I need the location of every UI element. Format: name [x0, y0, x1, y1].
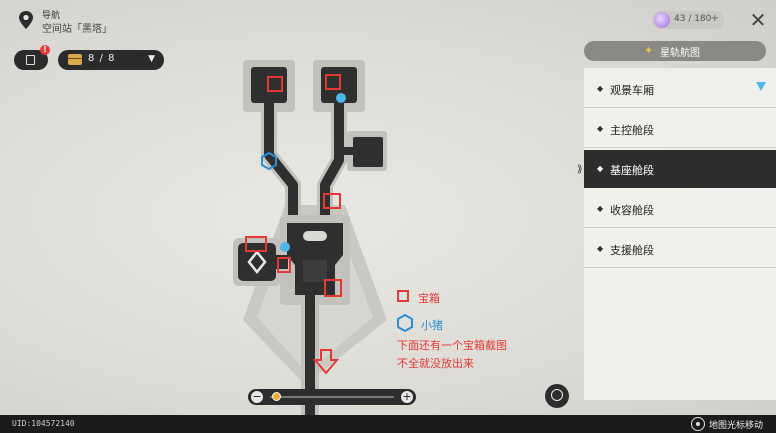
add-energy-button[interactable]: + [710, 13, 719, 24]
energy-orb-icon [654, 12, 670, 28]
area-item-label: 基座舱段 [610, 164, 654, 177]
location-marker-icon [756, 82, 766, 91]
down-arrow-annotation [312, 349, 340, 375]
corridor-left [264, 103, 298, 225]
chest-marker[interactable] [245, 236, 267, 252]
area-item-label: 主控舱段 [610, 124, 654, 137]
route-header-label: 星轨航图 [660, 48, 700, 59]
west-room [238, 243, 276, 281]
area-item-label: 观景车厢 [610, 84, 654, 97]
area-item-label: 支援舱段 [610, 244, 654, 257]
chest-marker[interactable] [325, 74, 341, 90]
move-hint-label: 地图光标移动 [709, 421, 764, 431]
chest-marker[interactable] [277, 257, 291, 273]
annotation-note: 不全就没放出来 [397, 357, 474, 370]
area-item-observation-car[interactable]: ◆ 观景车厢 [584, 70, 776, 108]
bullet-icon: ◆ [597, 244, 604, 253]
space-anchor-icon[interactable] [336, 93, 346, 103]
compass-icon [551, 389, 563, 401]
compass-button[interactable] [545, 384, 569, 408]
space-anchor-icon[interactable] [280, 242, 290, 252]
zoom-track[interactable] [270, 396, 394, 398]
trailblaze-power[interactable]: 43 / 180 + [652, 11, 724, 29]
chest-marker[interactable] [267, 76, 283, 92]
selection-pointer-icon: ⟫ [577, 164, 583, 175]
area-list: ◆ 观景车厢 ◆ 主控舱段 ◆ 基座舱段 ◆ 收容舱段 ◆ 支援舱段 [584, 68, 776, 400]
star-rail-map-button[interactable]: ✦ 星轨航图 [584, 41, 766, 61]
zoom-handle[interactable] [271, 392, 281, 401]
annotation-note: 下面还有一个宝箱截图 [397, 339, 507, 352]
chest-count: 8 / 8 [88, 53, 116, 64]
location-name: 空间站「黑塔」 [42, 24, 112, 35]
chest-counter-dropdown[interactable]: 8 / 8 ▼ [58, 50, 164, 70]
bullet-icon: ◆ [597, 204, 604, 213]
hexagon-icon[interactable] [261, 151, 277, 171]
footer-bar: UID:104572140 地图光标移动 [0, 415, 776, 433]
page-title: 导航 [42, 11, 61, 21]
chest-icon [68, 54, 82, 65]
chevron-down-icon: ▼ [148, 54, 155, 64]
close-icon[interactable]: ✕ [749, 8, 767, 32]
south-corridor [305, 295, 315, 415]
area-item-supply-zone[interactable]: ◆ 支援舱段 [584, 230, 776, 268]
side-room [353, 137, 383, 167]
chest-legend-icon [397, 290, 409, 302]
area-item-master-control[interactable]: ◆ 主控舱段 [584, 110, 776, 148]
energy-value: 43 / 180 [674, 14, 712, 24]
area-item-base-zone[interactable]: ◆ 基座舱段 [584, 150, 776, 188]
user-id: UID:104572140 [12, 419, 75, 428]
bullet-icon: ◆ [597, 84, 604, 93]
central-hub [287, 223, 343, 295]
star-icon: ✦ [644, 44, 654, 57]
chest-marker[interactable] [323, 193, 341, 209]
cursor-move-icon [691, 417, 705, 431]
bullet-icon: ◆ [597, 164, 604, 173]
zoom-slider[interactable]: − + [248, 389, 416, 405]
station-map[interactable] [225, 55, 405, 415]
zoom-out-button[interactable]: − [251, 390, 263, 403]
notebook-icon [26, 55, 35, 65]
chest-legend-label: 宝箱 [418, 292, 440, 305]
chest-marker[interactable] [324, 279, 342, 297]
area-item-label: 收容舱段 [610, 204, 654, 217]
notebook-button[interactable] [14, 50, 48, 70]
hexagon-icon [397, 314, 413, 332]
bullet-icon: ◆ [597, 124, 604, 133]
notification-badge: ! [40, 45, 50, 55]
area-item-storage-zone[interactable]: ◆ 收容舱段 [584, 190, 776, 228]
pig-legend-label: 小猪 [421, 319, 443, 332]
location-pin-icon [19, 11, 33, 29]
zoom-in-button[interactable]: + [401, 390, 413, 403]
